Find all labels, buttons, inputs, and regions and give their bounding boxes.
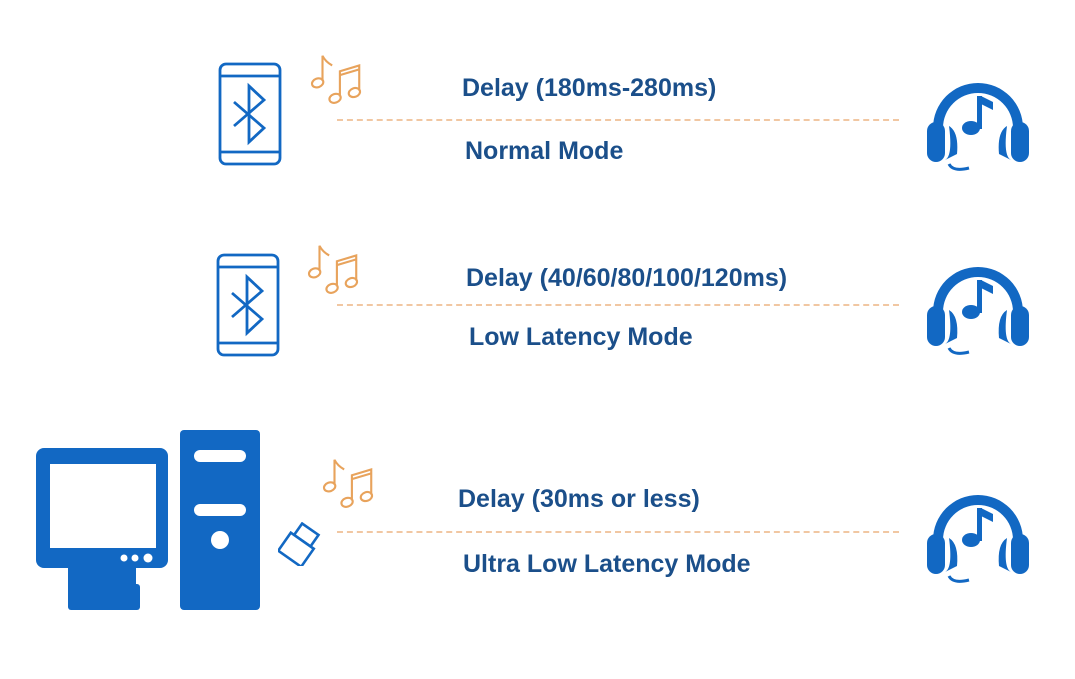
connection-line [337, 119, 899, 121]
usb-dongle-icon [278, 522, 321, 566]
delay-label: Delay (30ms or less) [458, 485, 700, 513]
mode-label: Ultra Low Latency Mode [463, 550, 751, 578]
mode-label: Low Latency Mode [469, 323, 693, 351]
mode-label: Normal Mode [465, 137, 624, 165]
delay-label: Delay (40/60/80/100/120ms) [466, 264, 788, 292]
row-normal-mode: Delay (180ms-280ms) Normal Mode [0, 0, 1075, 200]
headphones-icon [923, 476, 1033, 586]
row-low-latency-mode: Delay (40/60/80/100/120ms) Low Latency M… [0, 0, 1075, 400]
delay-label: Delay (180ms-280ms) [462, 74, 717, 102]
music-notes-icon [320, 454, 378, 512]
desktop-computer-icon [36, 430, 260, 610]
connection-line [337, 304, 899, 306]
connection-line [337, 531, 899, 533]
